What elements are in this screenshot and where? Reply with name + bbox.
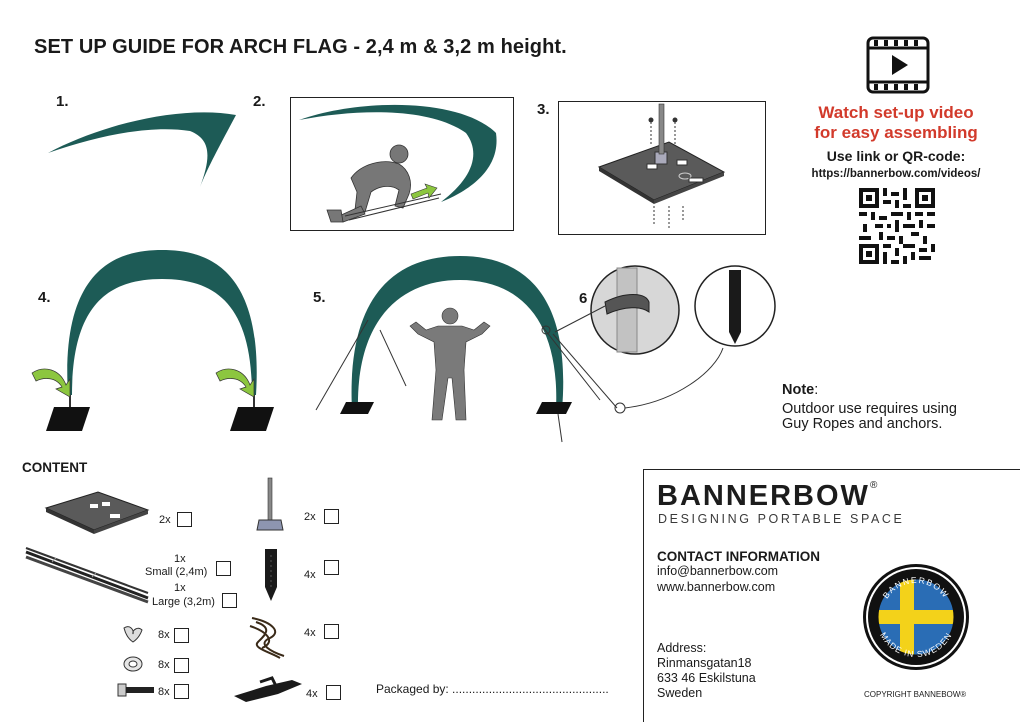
step-2-label: 2. [253,93,266,110]
step-5-illustration [315,256,601,443]
brand-logo: BANNERBOW® [657,480,877,513]
address-city: 633 46 Eskilstuna [657,671,756,685]
contact-email[interactable]: info@bannerbow.com [657,564,779,578]
wing-nut-checkbox[interactable] [174,628,189,643]
spigot-qty: 2x [304,511,316,523]
step-6-illustration [552,265,776,414]
step-4-illustration [31,250,274,431]
video-title-line2: for easy assembling [814,123,978,142]
packaged-by: Packaged by: ...........................… [376,682,609,696]
washer-icon [123,656,143,672]
bolt-qty: 8x [158,686,170,698]
ground-peg-image [265,549,277,601]
address-label: Address: [657,641,707,655]
peg-checkbox[interactable] [324,560,339,575]
step-5-label: 5. [313,289,326,306]
video-icon [866,36,930,94]
video-url-link[interactable]: https://bannerbow.com/videos/ [811,168,981,180]
base-plate-image [44,491,150,534]
qr-code[interactable] [859,188,935,264]
pole-small-qty: 1x [174,553,186,565]
page-title: SET UP GUIDE FOR ARCH FLAG - 2,4 m & 3,2… [34,36,567,58]
rope-qty: 4x [304,627,316,639]
bolt-icon [117,683,154,697]
person-figure [409,307,491,421]
washer-qty: 8x [158,659,170,671]
clip-checkbox[interactable] [326,685,341,700]
poles-image [25,547,149,604]
base-plate-qty: 2x [159,514,171,526]
insert-arrow-icon-right [215,368,255,398]
step-3-label: 3. [537,101,550,118]
brand-name: BANNERBOW [657,480,870,512]
step-3-illustration [597,103,726,230]
contact-title: CONTACT INFORMATION [657,549,820,564]
spigot-image [256,477,284,531]
pole-large-qty: 1x [174,582,186,594]
step-6-label: 6 [579,290,588,307]
contact-web[interactable]: www.bannerbow.com [657,580,776,594]
brand-registered: ® [869,480,878,491]
address-street: Rinmansgatan18 [657,656,752,670]
step-1-illustration [48,112,236,187]
note-line-2: Guy Ropes and anchors. [782,416,943,432]
note-line-1: Outdoor use requires using [782,401,957,417]
video-title-line1: Watch set-up video [818,103,974,122]
pole-small-label: Small (2,4m) [145,566,208,578]
pole-large-checkbox[interactable] [222,593,237,608]
video-link-label: Use link or QR-code: [826,148,966,164]
washer-checkbox[interactable] [174,658,189,673]
spigot-checkbox[interactable] [324,509,339,524]
step-1-label: 1. [56,93,69,110]
wing-nut-icon [123,626,143,643]
note-label: Note [782,382,815,398]
bolt-checkbox[interactable] [174,684,189,699]
rope-checkbox[interactable] [324,624,339,639]
push-arrow-icon [410,183,438,200]
base-plate-checkbox[interactable] [177,512,192,527]
guy-rope-image [249,617,285,659]
note-colon: : [814,382,819,398]
step-4-label: 4. [38,289,51,306]
made-in-sweden-badge: BANNERBOW MADE IN SWEDEN [863,564,969,670]
insert-arrow-icon-left [31,368,71,398]
pole-small-checkbox[interactable] [216,561,231,576]
step-2-illustration [299,104,497,223]
clip-image [234,676,302,702]
contact-panel [643,469,1020,722]
step-3-frame [558,101,766,235]
copyright-text: COPYRIGHT BANNEBOW® [864,690,967,699]
clip-qty: 4x [306,688,318,700]
note-heading: Note: [782,383,818,398]
brand-tagline: DESIGNING PORTABLE SPACE [658,512,905,526]
address-country: Sweden [657,686,703,700]
pole-large-label: Large (3,2m) [152,596,215,608]
wing-nut-qty: 8x [158,629,170,641]
content-title: CONTENT [22,460,88,475]
step-2-frame [290,97,514,231]
peg-qty: 4x [304,569,316,581]
